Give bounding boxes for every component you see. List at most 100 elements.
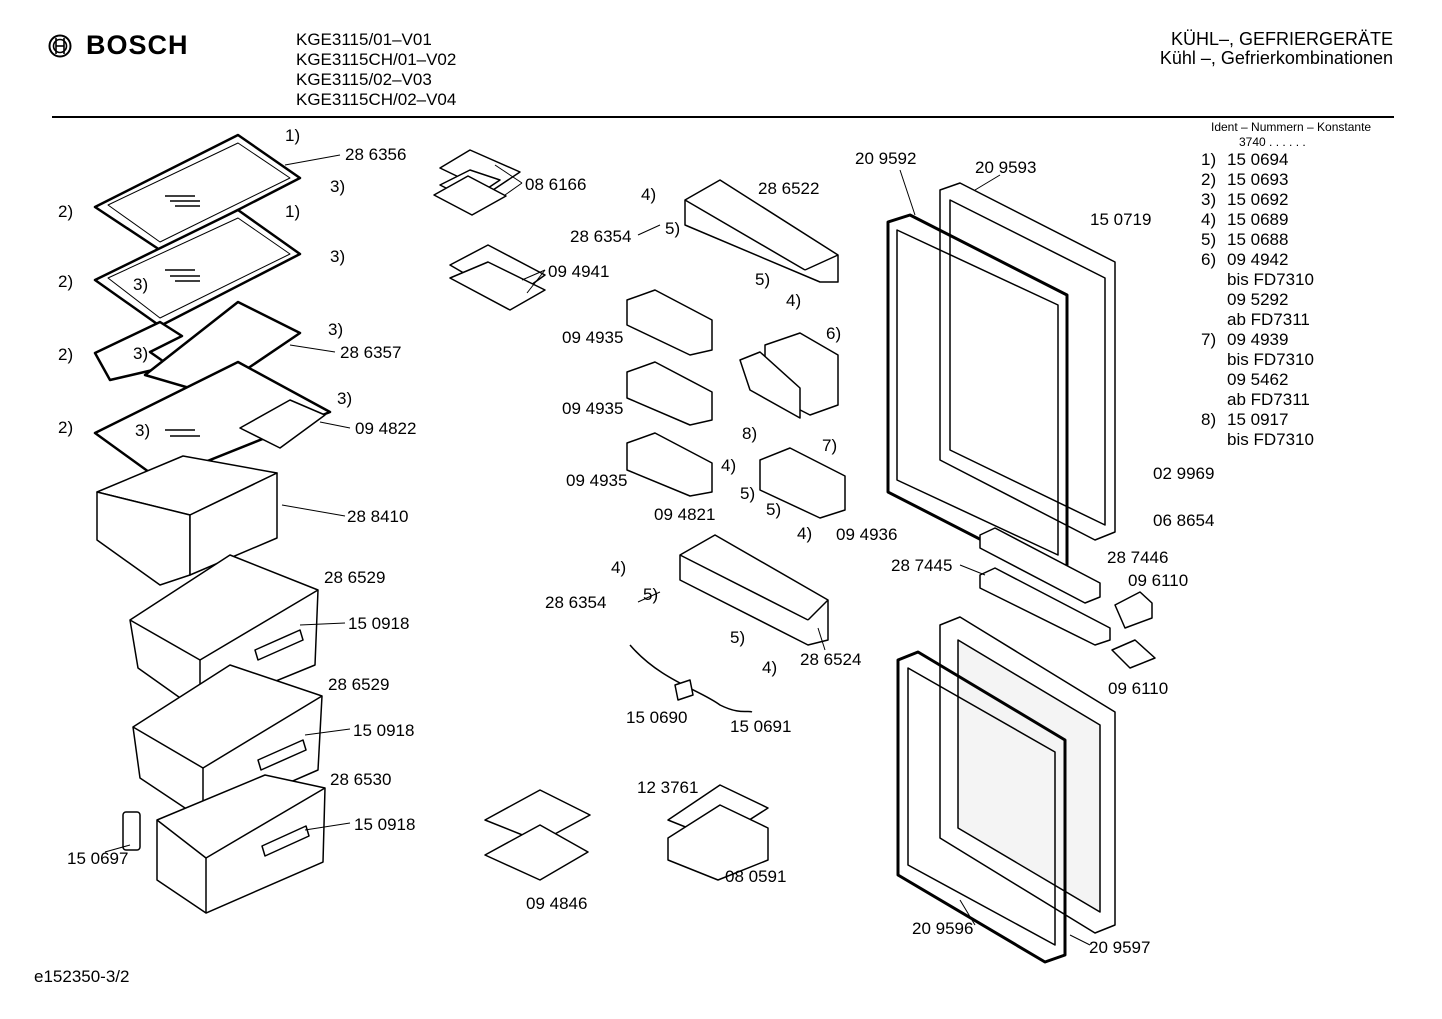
callout-label: 06 8654 (1153, 511, 1214, 530)
callout-label: 09 4935 (562, 328, 623, 347)
legend-ref: 3) (1201, 190, 1217, 209)
reference-mark: 4) (762, 658, 777, 677)
callout-label: 09 4846 (526, 894, 587, 913)
callout-label: 20 9592 (855, 149, 916, 168)
callout-label: 08 6166 (525, 175, 586, 194)
legend-row: ab FD7311 (1201, 310, 1314, 330)
legend-row: 4) 15 0689 (1201, 210, 1314, 230)
freezer-door (939, 616, 1116, 934)
reference-mark: 5) (766, 500, 781, 519)
callout-label: 28 6356 (345, 145, 406, 164)
reference-mark: 2) (58, 202, 73, 221)
legend-row: 6) 09 4942 (1201, 250, 1314, 270)
legend-part-number: bis FD7310 (1227, 430, 1314, 449)
legend-part-number: 09 4939 (1227, 330, 1289, 349)
legend-row: 8)15 0917 (1201, 410, 1314, 430)
reference-mark: 5) (730, 628, 745, 647)
door-rack (684, 179, 839, 283)
bosch-logo: BOSCH (48, 30, 189, 61)
legend-part-number: 15 0694 (1227, 150, 1289, 169)
callout-label: 28 6530 (330, 770, 391, 789)
callout-label: 15 0918 (354, 815, 415, 834)
reference-mark: 1) (285, 126, 300, 145)
callout-label: 20 9593 (975, 158, 1036, 177)
callout-label: 09 4936 (836, 525, 897, 544)
legend-ref: 8) (1201, 410, 1217, 429)
callout-label: 28 6522 (758, 179, 819, 198)
legend-ref: 7) (1201, 330, 1217, 349)
cable-assembly (629, 644, 753, 713)
reference-mark: 8) (742, 424, 757, 443)
reference-mark: 3) (328, 320, 343, 339)
reference-mark: 2) (58, 418, 73, 437)
callout-label: 28 6529 (324, 568, 385, 587)
callout-label: 28 7445 (891, 556, 952, 575)
legend-part-number: 15 0689 (1227, 210, 1289, 229)
freezer-gasket (896, 650, 1067, 964)
cold-accumulator (484, 789, 591, 881)
storage-box (96, 455, 278, 586)
hinge-part (1111, 591, 1156, 669)
bosch-armature-icon (48, 34, 72, 57)
callout-label: 28 6354 (570, 227, 631, 246)
hinge-cover (979, 527, 1111, 646)
reference-mark: 5) (755, 270, 770, 289)
legend-part-number: 09 5462 (1227, 370, 1289, 389)
reference-mark: 3) (135, 421, 150, 440)
category-title: KÜHL–, GEFRIERGERÄTE Kühl –, Gefrierkomb… (1160, 30, 1393, 68)
legend-row: 7) 09 4939 (1201, 330, 1314, 350)
reference-mark: 7) (822, 436, 837, 455)
door-shelf (626, 289, 713, 356)
callout-label: 09 6110 (1108, 679, 1168, 698)
reference-mark: 4) (641, 185, 656, 204)
callout-label: 20 9596 (912, 919, 973, 938)
legend-row: 3)15 0692 (1201, 190, 1314, 210)
dairy-compartment (739, 332, 839, 419)
model-list: KGE3115/01–V01 KGE3115CH/01–V02 KGE3115/… (296, 30, 456, 110)
model-item: KGE3115/01–V01 (296, 30, 432, 49)
callout-label: 09 4822 (355, 419, 416, 438)
egg-tray (449, 244, 546, 311)
legend-part-number: ab FD7311 (1227, 390, 1310, 409)
reference-mark: 5) (665, 219, 680, 238)
callout-label: 09 4941 (548, 262, 609, 281)
legend-ref: 4) (1201, 210, 1217, 229)
legend-row: bis FD7310 (1201, 350, 1314, 370)
document-id: e152350-3/2 (34, 967, 130, 986)
callout-label: 15 0691 (730, 717, 791, 736)
legend-part-number: 09 5292 (1227, 290, 1289, 309)
freezer-drawer (156, 774, 326, 914)
legend-ref: 1) (1201, 150, 1217, 169)
model-item: KGE3115CH/01–V02 (296, 50, 457, 69)
legend-part-number: bis FD7310 (1227, 350, 1314, 369)
callout-label: 12 3761 (637, 778, 698, 797)
reference-mark: 1) (285, 202, 300, 221)
reference-mark: 4) (611, 558, 626, 577)
callout-label: 28 6357 (340, 343, 401, 362)
butter-box (433, 149, 521, 216)
brand-name: BOSCH (86, 30, 189, 60)
callout-label: 09 6110 (1128, 571, 1188, 590)
reference-mark: 4) (721, 456, 736, 475)
callout-label: 09 4935 (562, 399, 623, 418)
reference-mark: 3) (330, 247, 345, 266)
reference-mark: 3) (330, 177, 345, 196)
legend-row: 1) 15 0694 (1201, 150, 1314, 170)
door-shelf (626, 361, 713, 426)
model-item: KGE3115/02–V03 (296, 70, 432, 89)
callout-label: 28 8410 (347, 507, 408, 526)
callout-label: 15 0697 (67, 849, 128, 868)
legend-part-number: bis FD7310 (1227, 270, 1314, 289)
legend-part-number: 15 0688 (1227, 230, 1289, 249)
glass-shelf (93, 360, 332, 482)
callout-label: 28 7446 (1107, 548, 1168, 567)
reference-mark: 2) (58, 272, 73, 291)
callout-label: 28 6354 (545, 593, 606, 612)
ident-title: Ident – Nummern – Konstante (1211, 120, 1372, 134)
legend-ref: 6) (1201, 250, 1217, 269)
legend-part-number: 09 4942 (1227, 250, 1289, 269)
reference-mark: 3) (133, 344, 148, 363)
legend-row: bis FD7310 (1201, 270, 1314, 290)
reference-mark: 5) (740, 484, 755, 503)
